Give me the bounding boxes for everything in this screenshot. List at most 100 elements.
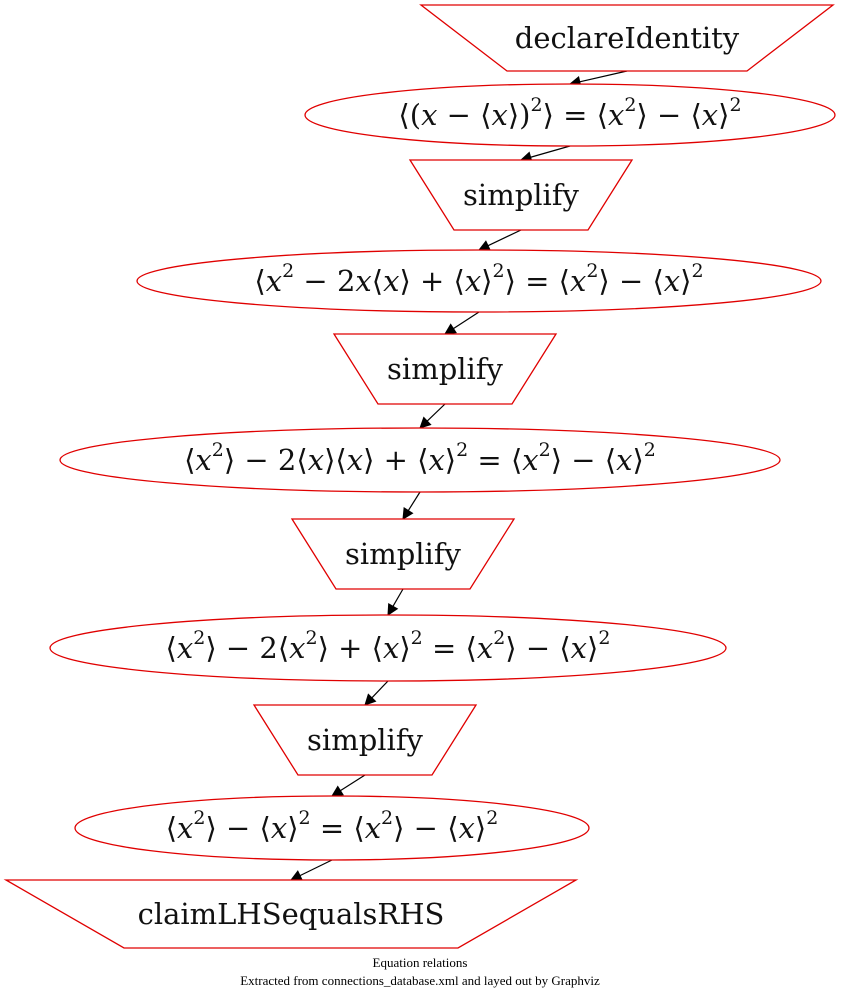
expression-label: ⟨x2⟩ − 2⟨x⟩⟨x⟩ + ⟨x⟩2 = ⟨x2⟩ − ⟨x⟩2 [184, 439, 656, 477]
expression-ellipse [59, 427, 781, 493]
variable: x [571, 631, 587, 665]
edge-arrowhead [289, 870, 303, 881]
operation-trapezium [252, 704, 478, 776]
expression-ellipse [304, 83, 836, 147]
math-text: ⟨ [372, 264, 383, 298]
math-text: ⟩ + ⟨ [363, 443, 428, 477]
operation-node: simplify [252, 704, 478, 776]
math-text: ⟩ = ⟨ [543, 98, 608, 132]
edge-arrowhead [402, 507, 414, 520]
variable: x [365, 811, 381, 845]
edge-n8-to-n9 [340, 774, 366, 792]
variable: x [289, 631, 305, 665]
math-text: ⟨ [166, 811, 177, 845]
edge-n0-to-n1 [579, 70, 628, 83]
math-text: ⟨ [166, 631, 177, 665]
expression-ellipse [49, 614, 727, 682]
variable: x [355, 264, 371, 298]
caption-title: Equation relations [373, 955, 468, 970]
math-text: ⟨ [254, 264, 265, 298]
operation-label: simplify [387, 352, 504, 386]
math-text: ⟨ [184, 443, 195, 477]
variable: x [266, 264, 282, 298]
superscript: 2 [456, 439, 468, 461]
expression-label: ⟨(x − ⟨x⟩)2⟩ = ⟨x2⟩ − ⟨x⟩2 [398, 94, 741, 132]
edge-arrowhead [444, 323, 457, 335]
operation-label: simplify [307, 723, 424, 757]
variable: x [428, 443, 444, 477]
math-text: ⟩ − ⟨ [598, 264, 663, 298]
math-text: ⟩ [587, 631, 598, 665]
superscript: 2 [306, 627, 318, 649]
math-text: ⟩ − ⟨ [551, 443, 616, 477]
expression-node: ⟨x2 − 2x⟨x⟩ + ⟨x⟩2⟩ = ⟨x2⟩ − ⟨x⟩2 [136, 249, 822, 313]
math-text: − ⟨ [437, 98, 491, 132]
variable: x [271, 811, 287, 845]
math-text: ⟩ [718, 98, 729, 132]
operation-node: claimLHSequalsRHS [3, 879, 579, 949]
math-text: ⟩ [481, 264, 492, 298]
expression-label: ⟨x2⟩ − ⟨x⟩2 = ⟨x2⟩ − ⟨x⟩2 [166, 807, 499, 845]
math-text: ⟩ − ⟨ [636, 98, 701, 132]
edge-n5-to-n6 [407, 491, 421, 511]
variable: x [522, 443, 538, 477]
superscript: 2 [493, 260, 505, 282]
edge-n1-to-n2 [530, 145, 571, 158]
superscript: 2 [486, 807, 498, 829]
edge-arrowhead [387, 603, 399, 616]
superscript: 2 [282, 260, 294, 282]
math-text: = ⟨ [468, 443, 522, 477]
superscript: 2 [586, 260, 598, 282]
superscript: 2 [381, 807, 393, 829]
math-text: ⟩ [680, 264, 691, 298]
edge-n9-to-n10 [299, 859, 333, 877]
superscript: 2 [691, 260, 703, 282]
operation-node: simplify [332, 333, 558, 405]
variable: x [664, 264, 680, 298]
variable: x [177, 811, 193, 845]
expression-label: ⟨x2 − 2x⟨x⟩ + ⟨x⟩2⟩ = ⟨x2⟩ − ⟨x⟩2 [254, 260, 703, 298]
math-text: ⟩ = ⟨ [505, 264, 570, 298]
math-text: − 2 [294, 264, 355, 298]
superscript: 2 [530, 94, 542, 116]
edge-arrowhead [364, 693, 377, 706]
math-text: ⟩ [445, 443, 456, 477]
superscript: 2 [193, 627, 205, 649]
math-text: ⟩ − ⟨ [205, 811, 270, 845]
edge-n3-to-n4 [453, 311, 480, 330]
operation-trapezium [408, 159, 634, 231]
variable: x [383, 631, 399, 665]
math-text: ⟩ [475, 811, 486, 845]
superscript: 2 [411, 627, 423, 649]
edge-n2-to-n3 [487, 229, 522, 247]
variable: x [308, 443, 324, 477]
variable: x [702, 98, 718, 132]
operation-node: declareIdentity [419, 4, 835, 72]
variable: x [195, 443, 211, 477]
expression-node: ⟨x2⟩ − 2⟨x⟩⟨x⟩ + ⟨x⟩2 = ⟨x2⟩ − ⟨x⟩2 [59, 427, 781, 493]
edge-n7-to-n8 [371, 680, 389, 699]
superscript: 2 [539, 439, 551, 461]
superscript: 2 [493, 627, 505, 649]
math-text: ⟩ [632, 443, 643, 477]
superscript: 2 [624, 94, 636, 116]
superscript: 2 [299, 807, 311, 829]
superscript: 2 [644, 439, 656, 461]
math-text: ⟨( [398, 98, 421, 132]
math-text: ⟩) [508, 98, 531, 132]
superscript: 2 [212, 439, 224, 461]
variable: x [608, 98, 624, 132]
variable: x [177, 631, 193, 665]
expression-node: ⟨(x − ⟨x⟩)2⟩ = ⟨x2⟩ − ⟨x⟩2 [304, 83, 836, 147]
expression-node: ⟨x2⟩ − 2⟨x2⟩ + ⟨x⟩2 = ⟨x2⟩ − ⟨x⟩2 [49, 614, 727, 682]
math-text: ⟩⟨ [324, 443, 347, 477]
operation-label: simplify [463, 178, 580, 212]
variable: x [459, 811, 475, 845]
operation-label: declareIdentity [515, 21, 740, 55]
math-text: ⟩ + ⟨ [318, 631, 383, 665]
expression-ellipse [74, 795, 590, 861]
edge-arrowhead [419, 416, 432, 429]
operation-label: simplify [345, 537, 462, 571]
math-text: ⟩ + ⟨ [399, 264, 464, 298]
